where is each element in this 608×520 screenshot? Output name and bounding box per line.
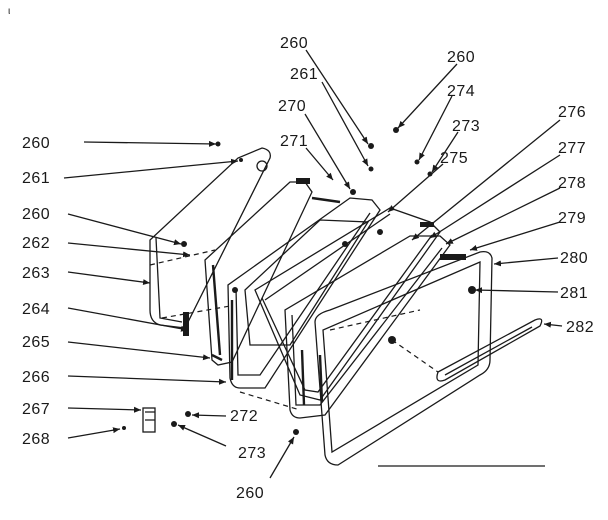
insulation-frame — [204, 178, 341, 366]
callout-277: 277 — [558, 140, 586, 157]
callout-260-bottom: 260 — [236, 485, 264, 502]
hinge-hardware — [122, 407, 156, 433]
callout-280: 280 — [560, 250, 588, 267]
back-liner-panel — [149, 147, 271, 336]
callout-260-left2: 260 — [22, 206, 50, 223]
callout-262: 262 — [22, 235, 50, 252]
callout-274: 274 — [447, 83, 475, 100]
callout-270: 270 — [278, 98, 306, 115]
screws — [171, 127, 433, 435]
callout-276: 276 — [558, 104, 586, 121]
callout-261-left: 261 — [22, 170, 50, 187]
callout-266: 266 — [22, 369, 50, 386]
callout-267: 267 — [22, 401, 50, 418]
callout-263: 263 — [22, 265, 50, 282]
leader-lines — [63, 49, 563, 479]
callout-261-top: 261 — [290, 66, 318, 83]
callout-265: 265 — [22, 334, 50, 351]
door-handle — [391, 318, 543, 382]
callout-281: 281 — [560, 285, 588, 302]
callout-260-left1: 260 — [22, 135, 50, 152]
corner-mark: ι — [8, 6, 11, 17]
window-glass-frame — [254, 207, 441, 401]
callout-282: 282 — [566, 319, 594, 336]
door-parts — [122, 127, 545, 467]
callout-273-bottom: 273 — [238, 445, 266, 462]
callout-275: 275 — [440, 150, 468, 167]
callout-273-top: 273 — [452, 118, 480, 135]
callout-268: 268 — [22, 431, 50, 448]
inner-door-panel — [227, 197, 383, 411]
callout-278: 278 — [558, 175, 586, 192]
callout-272: 272 — [230, 408, 258, 425]
callout-labels: 260 261 270 271 260 274 273 275 276 277 … — [22, 35, 594, 502]
front-door-glass — [314, 250, 493, 466]
callout-279: 279 — [558, 210, 586, 227]
callout-260-top: 260 — [280, 35, 308, 52]
callout-271: 271 — [280, 133, 308, 150]
callout-260-right: 260 — [447, 49, 475, 66]
callout-264: 264 — [22, 301, 50, 318]
